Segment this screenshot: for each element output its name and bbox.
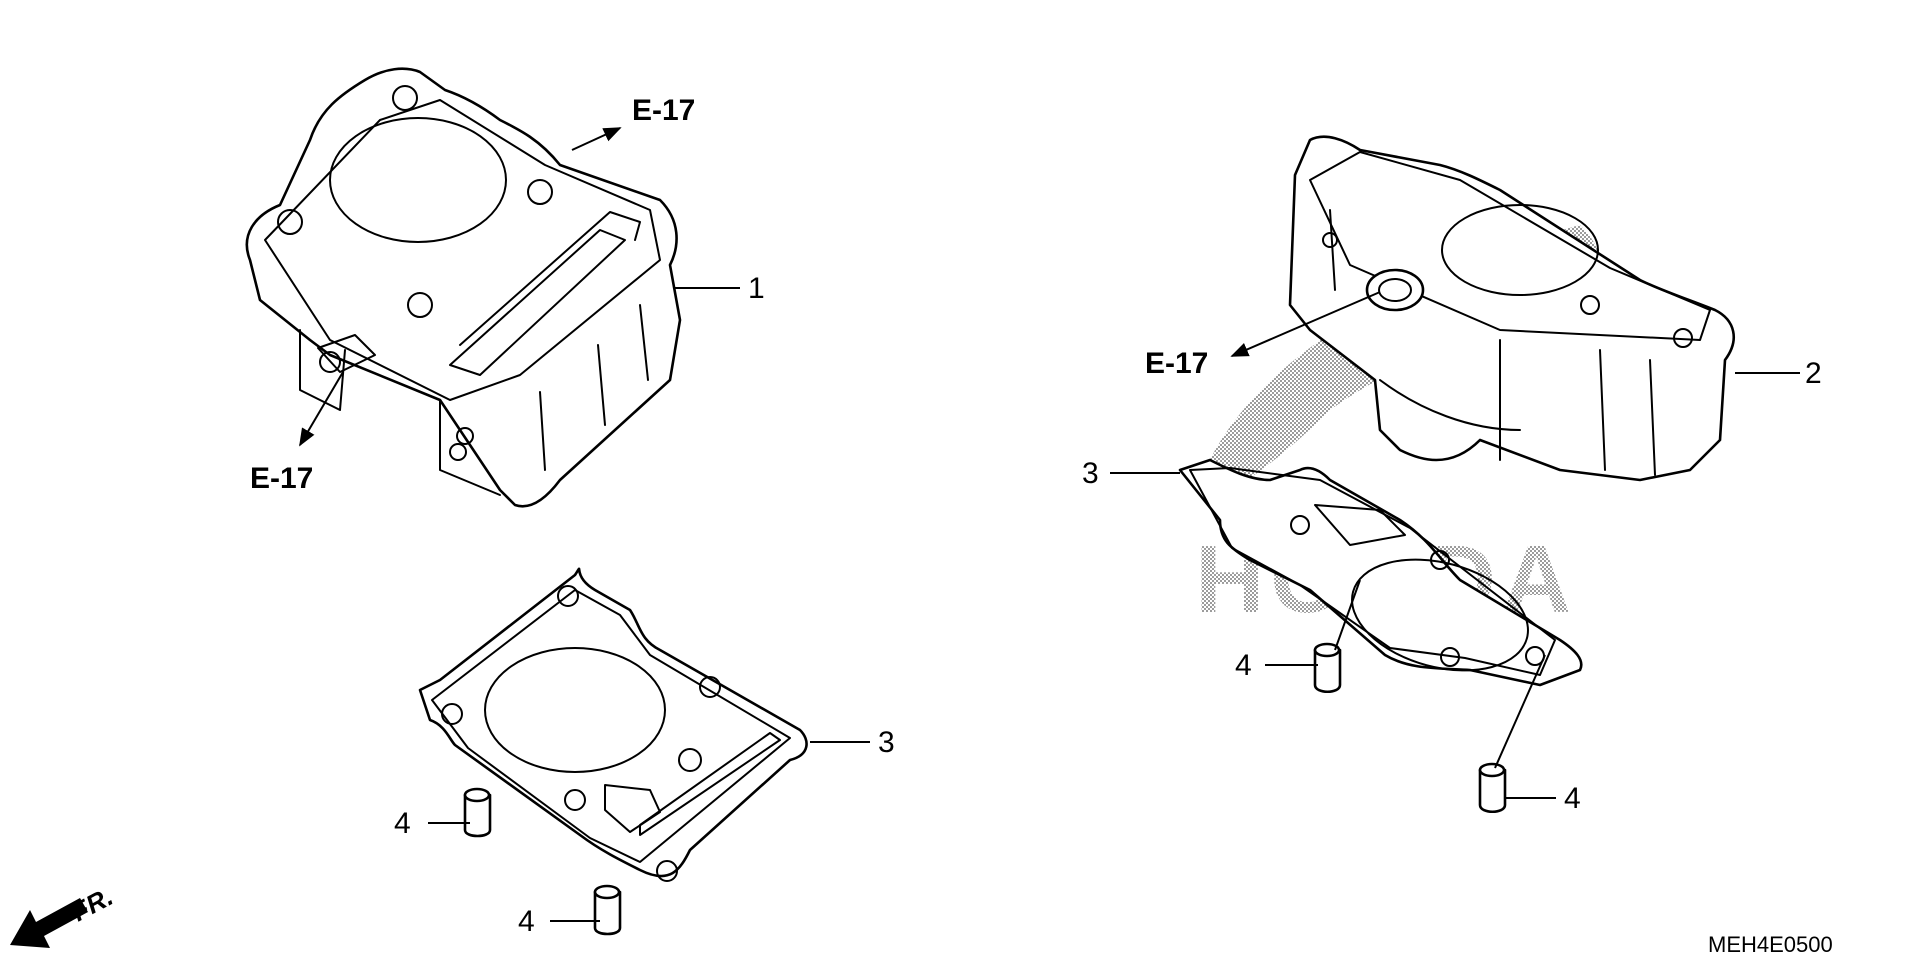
callout-left-dowel-upper: 4 [394, 807, 411, 840]
callout-left-dowel-lower: 4 [518, 905, 535, 938]
leader-gasket-dowel-link [1334, 579, 1546, 769]
ref-label-right: E-17 [1145, 347, 1208, 380]
left-cylinder [245, 67, 682, 508]
left-cylinder-gasket [418, 567, 808, 882]
left-dowel-upper [463, 787, 492, 838]
right-dowel-upper [1313, 642, 1342, 694]
callout-right-gasket: 3 [1082, 457, 1099, 490]
front-arrow-icon [10, 898, 88, 948]
callout-part-1: 1 [748, 272, 765, 305]
callout-right-dowel-lower: 4 [1564, 782, 1581, 815]
right-cylinder [1288, 135, 1735, 482]
callout-left-gasket: 3 [878, 726, 895, 759]
front-label: FR. [67, 881, 118, 927]
diagram-code: MEH4E0500 [1708, 932, 1833, 957]
ref-label-left-bottom: E-17 [250, 462, 313, 495]
ref-arrow-right [1230, 291, 1381, 357]
right-cylinder-gasket [1178, 458, 1583, 687]
callout-part-2: 2 [1805, 357, 1822, 390]
ref-label-left-top: E-17 [632, 94, 695, 127]
ref-arrow-left-bottom [299, 371, 344, 447]
ref-arrow-left-top [571, 127, 622, 151]
right-dowel-lower [1478, 762, 1507, 814]
callout-right-dowel-upper: 4 [1235, 649, 1252, 682]
left-dowel-lower [593, 884, 622, 936]
